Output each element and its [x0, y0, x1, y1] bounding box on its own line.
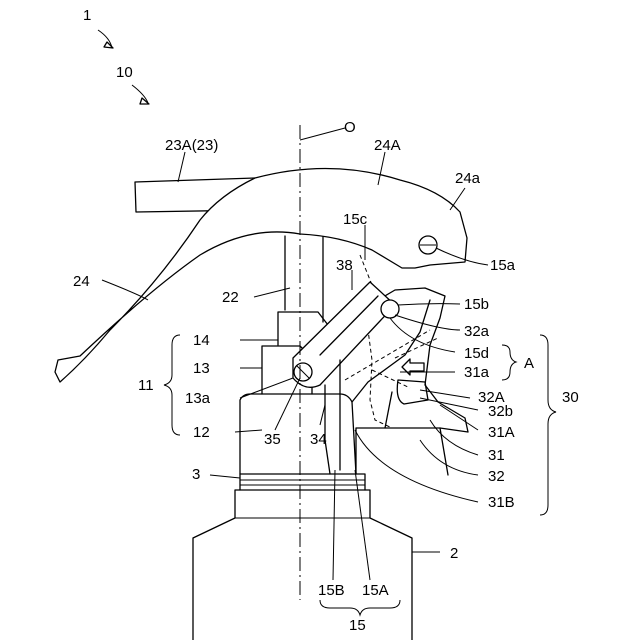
label-15a: 15a — [490, 257, 516, 274]
label-24: 24 — [73, 273, 90, 290]
label-15: 15 — [349, 617, 366, 634]
pin-24a — [419, 236, 437, 254]
label-31b: 31B — [488, 494, 515, 511]
label-31: 31 — [488, 447, 505, 464]
trigger-lever — [55, 168, 467, 382]
pump-cylinder — [285, 236, 323, 322]
label-10: 10 — [116, 64, 133, 81]
label-31a-upper: 31A — [488, 424, 515, 441]
label-24a-upper: 24A — [374, 137, 401, 154]
label-14: 14 — [193, 332, 210, 349]
reference-labels: 1 10 O 23A(23) 24A 24a 15a 15c 24 38 15b… — [73, 7, 579, 634]
label-32: 32 — [488, 468, 505, 485]
cap — [240, 394, 356, 474]
label-15b: 15b — [464, 296, 489, 313]
label-24a-pin: 24a — [455, 170, 481, 187]
label-3: 3 — [192, 466, 200, 483]
label-a: A — [524, 355, 534, 372]
label-31a: 31a — [464, 364, 490, 381]
label-12: 12 — [193, 424, 210, 441]
label-32a: 32a — [464, 323, 490, 340]
label-13: 13 — [193, 360, 210, 377]
label-13a: 13a — [185, 390, 211, 407]
label-35: 35 — [264, 431, 281, 448]
direction-arrow-icon — [402, 359, 424, 375]
label-1: 1 — [83, 7, 91, 24]
label-34: 34 — [310, 431, 327, 448]
bottle — [193, 490, 412, 640]
label-38: 38 — [336, 257, 353, 274]
neck-ring — [240, 474, 365, 490]
label-11: 11 — [138, 377, 154, 394]
label-15a-lower: 15A — [362, 582, 389, 599]
label-32b: 32b — [488, 403, 513, 420]
pivot-pin-13a — [294, 363, 312, 381]
label-22: 22 — [222, 289, 239, 306]
label-2: 2 — [450, 545, 458, 562]
label-15b-lower: 15B — [318, 582, 345, 599]
label-15d: 15d — [464, 345, 489, 362]
leader-lines — [98, 30, 488, 580]
label-o: O — [344, 119, 356, 136]
label-30: 30 — [562, 389, 579, 406]
label-23a: 23A(23) — [165, 137, 218, 154]
label-15c: 15c — [343, 211, 368, 228]
